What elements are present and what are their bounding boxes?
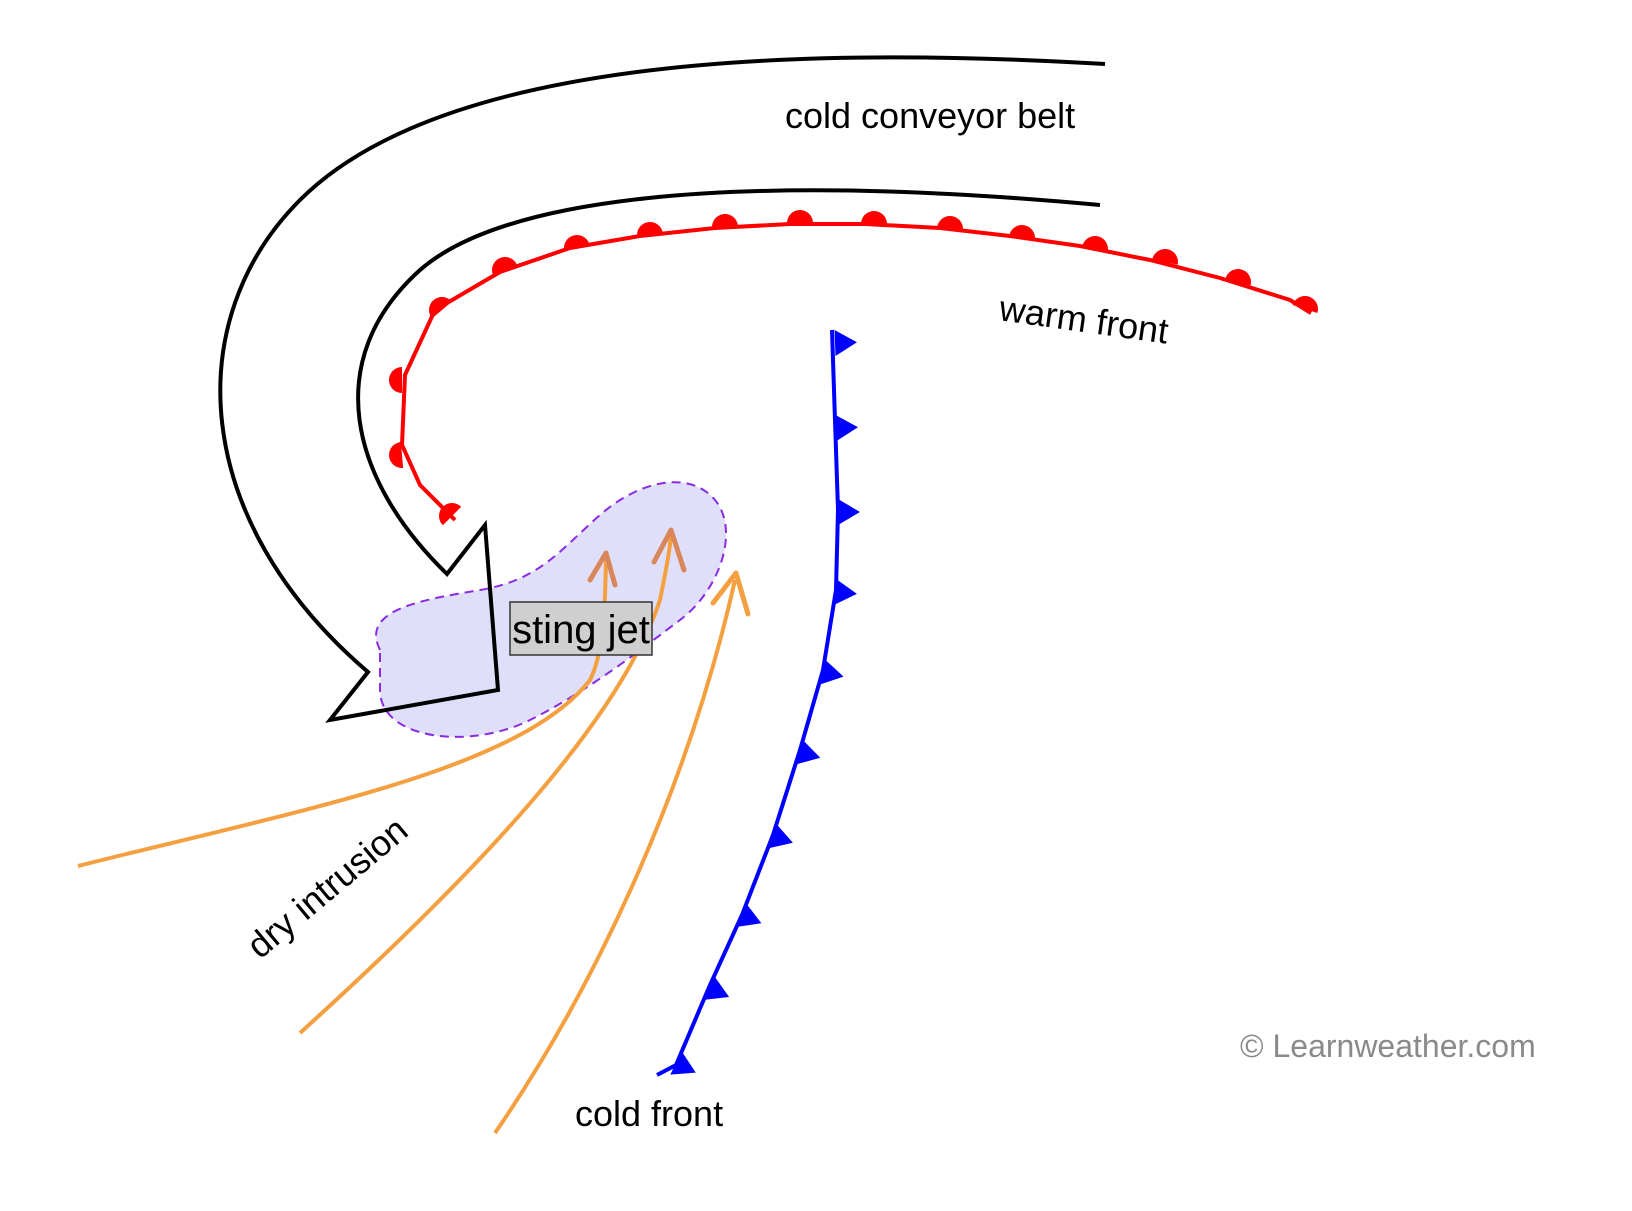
cold-conveyor-belt-arrow: [218, 55, 1106, 723]
warm-front-semicircle: [1152, 249, 1178, 265]
warm-front-semicircle: [389, 442, 404, 468]
cold-front-triangle: [819, 659, 844, 685]
cold-front-triangle: [736, 902, 762, 928]
warm-front-line: [399, 222, 1313, 522]
warm-front-semicircle: [1009, 225, 1035, 240]
warm-front-semicircle: [1225, 269, 1251, 286]
credit-text: © Learnweather.com: [1240, 1028, 1536, 1064]
sting-jet-label-box: [509, 601, 653, 656]
warm-front-semicircle: [389, 367, 402, 393]
warm-front-semicircle: [787, 210, 813, 224]
warm-front-semicircle: [429, 297, 452, 319]
warm-front-semicircle: [712, 214, 738, 229]
warm-front-semicircle: [637, 222, 663, 237]
cold-front-triangle: [835, 415, 858, 441]
warm-front-semicircle: [937, 216, 963, 230]
cold-front-triangle: [795, 739, 821, 765]
cold-front-line: [656, 329, 841, 1077]
warm-front-semicircle: [1082, 236, 1108, 252]
warm-front-semicircle: [564, 235, 590, 252]
warm-front-label: warm front: [996, 287, 1171, 351]
cold-conveyor-belt-label: cold conveyor belt: [785, 95, 1075, 136]
warm-front-semicircle: [492, 257, 517, 276]
cold-front-triangle: [833, 579, 857, 605]
warm-front-semicircle: [861, 211, 887, 224]
cold-front-triangle: [838, 499, 860, 525]
dry-intrusion-arrowhead-3: [710, 570, 751, 617]
cold-front-triangle: [767, 823, 793, 849]
sting-jet-label: sting jet: [512, 608, 650, 652]
cold-front-label: cold front: [575, 1093, 723, 1134]
sting-jet-flow-arrow-2: [651, 527, 687, 573]
cold-front-triangle: [670, 1051, 696, 1075]
dry-intrusion-flow-2: [298, 534, 673, 1035]
cold-front-triangle: [834, 330, 857, 356]
dry-intrusion-flow-3: [493, 579, 737, 1135]
sting-jet-flow-arrow-1: [587, 550, 618, 588]
dry-intrusion-label: dry intrusion: [239, 809, 416, 966]
warm-front-semicircles: [389, 210, 1318, 526]
warm-front-semicircle: [1292, 296, 1318, 314]
cold-front-triangles: [670, 330, 860, 1075]
cold-front-triangle: [703, 976, 730, 1000]
warm-front-semicircle: [439, 503, 462, 526]
